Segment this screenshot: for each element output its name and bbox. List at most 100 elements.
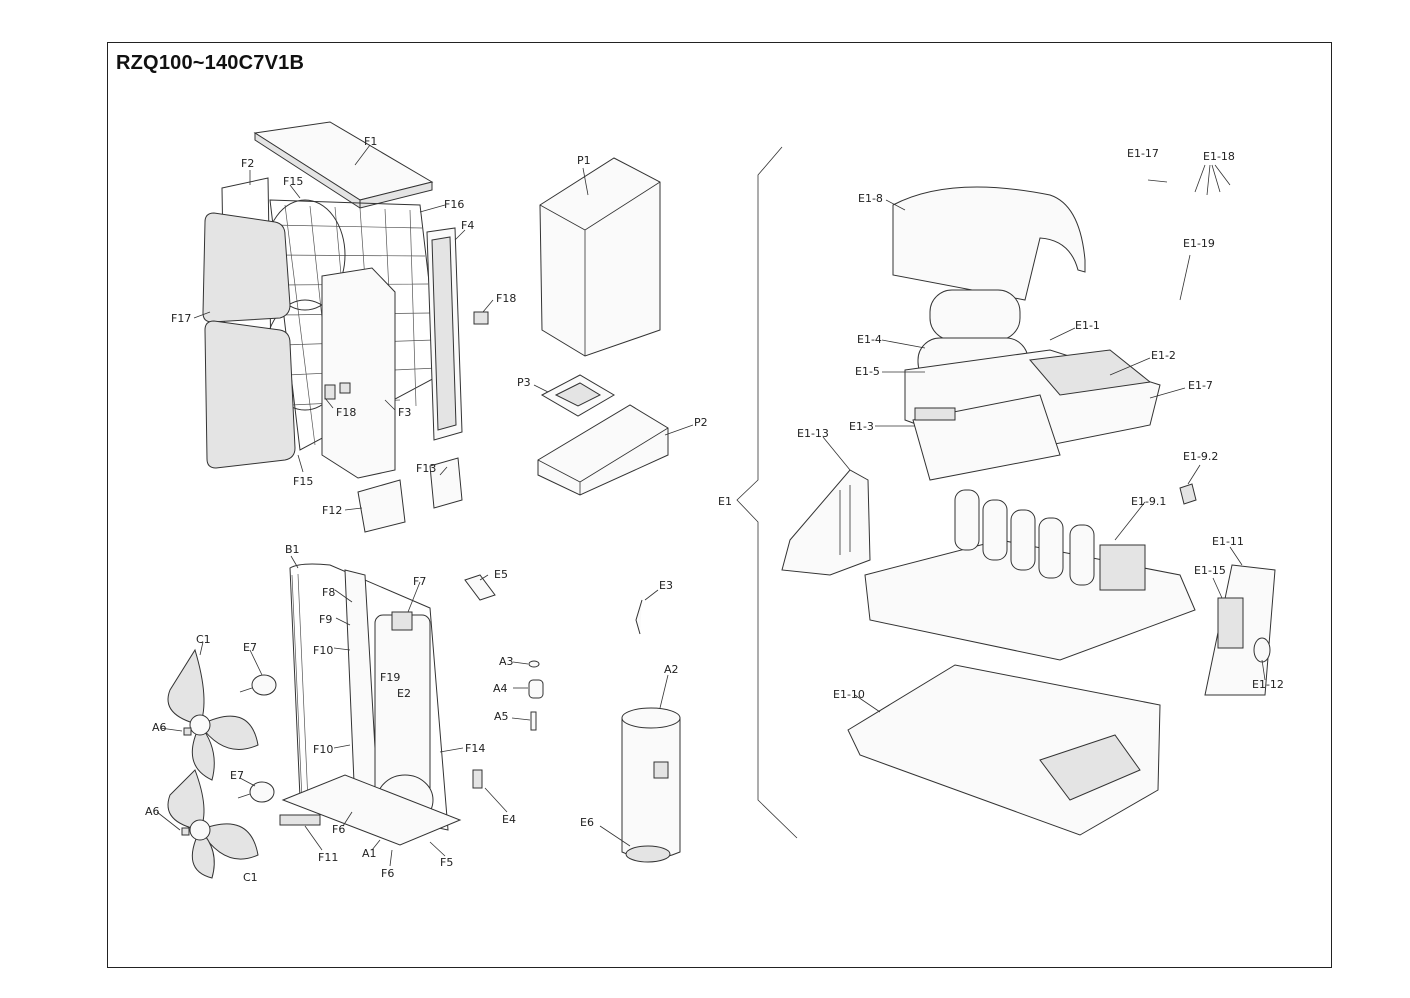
drawing-frame [107, 42, 1332, 968]
nut-a6-top [183, 727, 192, 736]
top-pad-p3 [540, 374, 615, 417]
label-f15-bottom: F15 [293, 475, 313, 488]
label-f13: F13 [416, 462, 436, 475]
label-f17: F17 [171, 312, 191, 325]
label-e4: E4 [502, 813, 516, 826]
label-f6-upper: F6 [332, 823, 345, 836]
label-f8: F8 [322, 586, 335, 599]
label-e1-12: E1-12 [1252, 678, 1284, 691]
top-panel-f1 [253, 121, 434, 209]
label-a6-top: A6 [152, 721, 167, 734]
terminal-strip-e1-11 [1204, 564, 1276, 696]
label-e1-5: E1-5 [855, 365, 880, 378]
label-e7-bottom: E7 [230, 769, 244, 782]
label-f6-lower: F6 [381, 867, 394, 880]
label-e1-2: E1-2 [1151, 349, 1176, 362]
label-f4: F4 [461, 219, 474, 232]
label-f16: F16 [444, 198, 464, 211]
sensor-e4 [472, 769, 483, 789]
base-pallet-p2 [537, 404, 669, 496]
mount-plate-e1-3 [912, 394, 1061, 481]
service-cover-f12 [357, 479, 406, 533]
label-p3: P3 [517, 376, 531, 389]
label-f18-left: F18 [336, 406, 356, 419]
label-e1-1: E1-1 [1075, 319, 1100, 332]
fan-motor-e7-top [239, 674, 277, 696]
label-e7-top: E7 [243, 641, 257, 654]
part-e1-17 [1147, 179, 1168, 183]
label-f18-right: F18 [496, 292, 516, 305]
nut-a6-bottom [181, 827, 190, 836]
label-e1-9-1: E1-9.1 [1131, 495, 1166, 508]
label-f10-top: F10 [313, 644, 333, 657]
insulation-sleeve-a2 [621, 707, 681, 859]
label-f3: F3 [398, 406, 411, 419]
washer-a3 [528, 660, 540, 668]
label-f2: F2 [241, 157, 254, 170]
e1-bracket [736, 146, 798, 839]
main-pcb-e1-9-1 [864, 489, 1196, 661]
label-e6: E6 [580, 816, 594, 829]
bracket-f11 [279, 814, 321, 826]
label-f9: F9 [319, 613, 332, 626]
label-f1: F1 [364, 135, 377, 148]
label-a1: A1 [362, 847, 377, 860]
label-e1-17: E1-17 [1127, 147, 1159, 160]
label-e1-13: E1-13 [797, 427, 829, 440]
fan-propeller-c1-bottom [167, 769, 259, 879]
label-e1-7: E1-7 [1188, 379, 1213, 392]
bracket-e1-13 [781, 469, 871, 576]
label-e1-19: E1-19 [1183, 237, 1215, 250]
heat-exchanger-b1 [289, 563, 449, 831]
label-e1: E1 [718, 495, 732, 508]
part-labels: F1 F2 F15 F16 F4 F17 F18 F18 F3 F15 F13 … [145, 135, 1284, 884]
label-e1-18: E1-18 [1203, 150, 1235, 163]
label-f11: F11 [318, 851, 338, 864]
label-e3: E3 [659, 579, 673, 592]
label-e1-3: E1-3 [849, 420, 874, 433]
terminal-e5 [464, 574, 496, 601]
label-e1-15: E1-15 [1194, 564, 1226, 577]
service-cover-f13 [429, 457, 463, 509]
partition-plate [344, 569, 379, 807]
label-e1-8: E1-8 [858, 192, 883, 205]
bushing-a4 [528, 679, 544, 699]
label-c1-bottom: C1 [243, 871, 258, 884]
label-e1-4: E1-4 [857, 333, 882, 346]
wire-harness-e1-18 [1194, 164, 1231, 196]
part-e1-19 [1179, 254, 1191, 301]
label-e2: E2 [397, 687, 411, 700]
label-a5: A5 [494, 710, 509, 723]
pin-a5 [530, 711, 537, 731]
label-c1-top: C1 [196, 633, 211, 646]
label-a2: A2 [664, 663, 679, 676]
label-f7: F7 [413, 575, 426, 588]
insulation-sheet-e1-8 [892, 186, 1086, 301]
label-b1: B1 [285, 543, 300, 556]
bottom-tray-e1-10 [847, 664, 1161, 836]
bottom-frame-f5 [281, 774, 462, 846]
carton-box-p1 [539, 157, 661, 357]
clamp-e1-12 [1253, 637, 1271, 663]
front-grilles-f17 [202, 212, 296, 469]
label-f19: F19 [380, 671, 400, 684]
fan-propeller-c1-top [167, 648, 259, 781]
label-e1-11: E1-11 [1212, 535, 1244, 548]
label-a3: A3 [499, 655, 514, 668]
label-e1-10: E1-10 [833, 688, 865, 701]
label-p1: P1 [577, 154, 591, 167]
clip-f18-right [473, 311, 489, 325]
label-f12: F12 [322, 504, 342, 517]
label-f10-bottom: F10 [313, 743, 333, 756]
label-a4: A4 [493, 682, 508, 695]
label-e5: E5 [494, 568, 508, 581]
label-a6-bottom: A6 [145, 805, 160, 818]
label-f5: F5 [440, 856, 453, 869]
right-side-panel-f4 [426, 227, 463, 441]
label-e1-9-2: E1-9.2 [1183, 450, 1218, 463]
model-title: RZQ100~140C7V1B [116, 52, 305, 74]
label-p2: P2 [694, 416, 708, 429]
label-f15-top: F15 [283, 175, 303, 188]
